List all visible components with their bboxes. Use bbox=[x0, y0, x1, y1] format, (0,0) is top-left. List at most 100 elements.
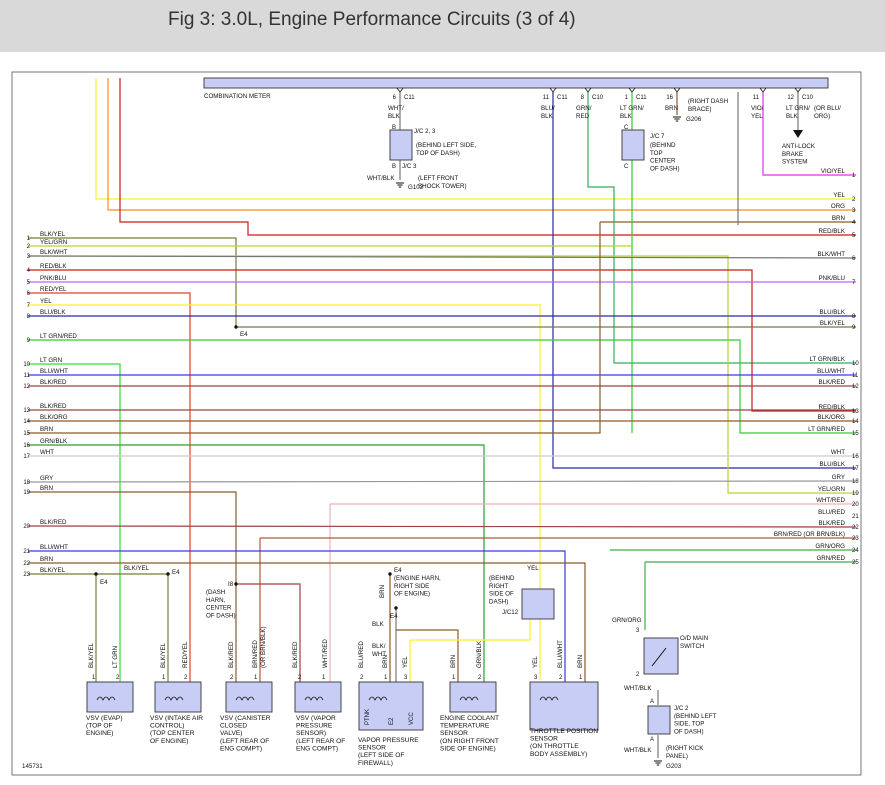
left-pin-wire: BLK/YEL bbox=[40, 567, 66, 574]
wire-l22 bbox=[28, 562, 586, 690]
abs-arrow bbox=[793, 130, 803, 138]
component-4-name: PRESSURE bbox=[296, 723, 333, 730]
wire-l15 bbox=[28, 222, 601, 434]
meter-pin-number: 16 bbox=[666, 95, 673, 101]
right-pin-number: 15 bbox=[852, 431, 859, 437]
right-pin-number: 18 bbox=[852, 479, 859, 485]
right-pin-wire: BLK/RED bbox=[819, 520, 846, 527]
jc7-connector bbox=[621, 129, 645, 161]
meter-connector-id: C10 bbox=[802, 95, 814, 101]
od-main-switch bbox=[643, 637, 679, 675]
right-pin-wire: LT GRN/BLK bbox=[809, 356, 845, 363]
splice-blk-yel-label: BLK/YEL bbox=[124, 565, 150, 572]
component-3-symbol bbox=[235, 696, 255, 701]
component-4-name: ENG COMPT) bbox=[296, 745, 338, 752]
component-2-name: (TOP CENTER bbox=[150, 730, 195, 737]
left-pin-wire: BLU/WHT bbox=[40, 368, 68, 375]
left-pin-number: 6 bbox=[27, 291, 31, 297]
od-jc2-label: J/C 2 bbox=[674, 705, 689, 712]
component-4-pin: 1 bbox=[322, 675, 326, 681]
right-pin-number: 9 bbox=[852, 325, 856, 331]
meter-connector-id: C11 bbox=[557, 95, 568, 101]
component-2-wire: RED/YEL bbox=[182, 641, 189, 668]
right-pin-number: 19 bbox=[852, 491, 859, 497]
component-7-name: BODY ASSEMBLY) bbox=[530, 751, 587, 758]
left-pin-wire: BLK/YEL bbox=[40, 231, 66, 238]
splice-e4-upper-label: E4 bbox=[240, 331, 248, 338]
right-pin-wire: GRN/ORG bbox=[815, 543, 845, 550]
component-7-pin: 3 bbox=[534, 675, 538, 681]
component-4-wire: BLK/RED bbox=[292, 641, 299, 668]
right-pin-number: 25 bbox=[852, 560, 859, 566]
jc12-location: DASH) bbox=[489, 598, 508, 605]
wire-vioyel-r1 bbox=[762, 92, 856, 176]
left-pin-wire: GRN/BLK bbox=[40, 438, 68, 445]
right-pin-wire: BLK/WHT bbox=[817, 251, 845, 258]
meter-connector-id: C11 bbox=[636, 95, 647, 101]
left-pin-number: 21 bbox=[23, 549, 30, 555]
component-7-name: SENSOR bbox=[530, 736, 558, 743]
wire-l4 bbox=[28, 269, 856, 412]
left-pin-number: 23 bbox=[23, 572, 30, 578]
jc7-pin-c: C bbox=[624, 125, 629, 131]
left-pin-number: 13 bbox=[23, 408, 30, 414]
meter-wire-color: BLU/ bbox=[541, 105, 555, 112]
right-pin-wire: GRN/RED bbox=[816, 555, 845, 562]
right-pin-number: 8 bbox=[852, 314, 856, 320]
odsw-name: SWITCH bbox=[680, 643, 704, 650]
jc12-wire-color: YEL bbox=[527, 565, 539, 572]
left-pin-wire: LT GRN/RED bbox=[40, 333, 77, 340]
component-5-terminal: E2 bbox=[389, 717, 395, 725]
meter-connector-id: C10 bbox=[592, 95, 604, 101]
right-pin-wire: WHT/RED bbox=[816, 497, 845, 504]
component-6-name: SENSOR bbox=[440, 730, 468, 737]
left-pin-wire: PNK/BLU bbox=[40, 275, 66, 282]
right-pin-number: 14 bbox=[852, 419, 859, 425]
component-6-name: ENGINE COOLANT bbox=[440, 715, 499, 722]
right-pin-wire: RED/BLK bbox=[819, 404, 846, 411]
g203-wire-color: WHT/BLK bbox=[624, 747, 652, 754]
wire-blublk-r17 bbox=[552, 92, 856, 469]
component-7-name: THROTTLE POSITION bbox=[530, 728, 598, 735]
left-pin-number: 4 bbox=[27, 268, 31, 274]
component-6-wire: BRN bbox=[450, 655, 457, 668]
wire-l10 bbox=[28, 363, 121, 690]
component-1-body bbox=[86, 681, 134, 713]
left-pin-number: 8 bbox=[27, 314, 31, 320]
odsw-wire-in: GRN/ORG bbox=[612, 617, 642, 624]
left-pin-wire: BLK/RED bbox=[40, 403, 67, 410]
jc7-location: (BEHIND bbox=[650, 142, 676, 149]
jc2-location: TOP OF DASH) bbox=[416, 150, 460, 157]
wire-l16 bbox=[28, 444, 485, 690]
component-5-wire: BLU/RED bbox=[358, 641, 365, 668]
abs-alt-color: (OR BLU/ bbox=[814, 105, 841, 112]
jc7-pin-c2: C bbox=[624, 164, 629, 170]
component-7-wire: BRN bbox=[577, 655, 584, 668]
splice-e4-lower-label: E4 bbox=[390, 613, 398, 620]
component-5-pin: 2 bbox=[360, 675, 364, 681]
meter-pin-number: 11 bbox=[543, 95, 550, 101]
component-2-pin: 2 bbox=[184, 675, 188, 681]
jc7-name: J/C 7 bbox=[650, 133, 665, 140]
component-3-name: VSV (CANISTER bbox=[220, 715, 271, 722]
wire-l18 bbox=[27, 480, 857, 483]
left-pin-number: 22 bbox=[23, 561, 30, 567]
left-pin-wire: GRY bbox=[40, 475, 53, 482]
jc3-pin-b: B bbox=[392, 164, 396, 170]
meter-wire-color: YEL bbox=[751, 113, 763, 120]
left-pin-wire: RED/YEL bbox=[40, 286, 67, 293]
left-pin-number: 1 bbox=[27, 236, 31, 242]
right-pin-number: 1 bbox=[852, 173, 856, 179]
meter-wire-color: LT GRN/ bbox=[620, 105, 644, 112]
g102-location: (LEFT FRONT bbox=[418, 175, 458, 182]
right-pin-number: 24 bbox=[852, 548, 859, 554]
jc3-name: J/C 3 bbox=[402, 163, 417, 170]
left-pin-wire: LT GRN bbox=[40, 357, 62, 364]
brn-riser-label: BRN bbox=[379, 585, 386, 598]
right-dash-brace-label: BRACE) bbox=[688, 106, 711, 113]
meter-connector-id: C11 bbox=[404, 95, 415, 101]
component-2-name: VSV (INTAKE AIR bbox=[150, 715, 203, 722]
jc2-name: J/C 2, 3 bbox=[414, 128, 436, 135]
